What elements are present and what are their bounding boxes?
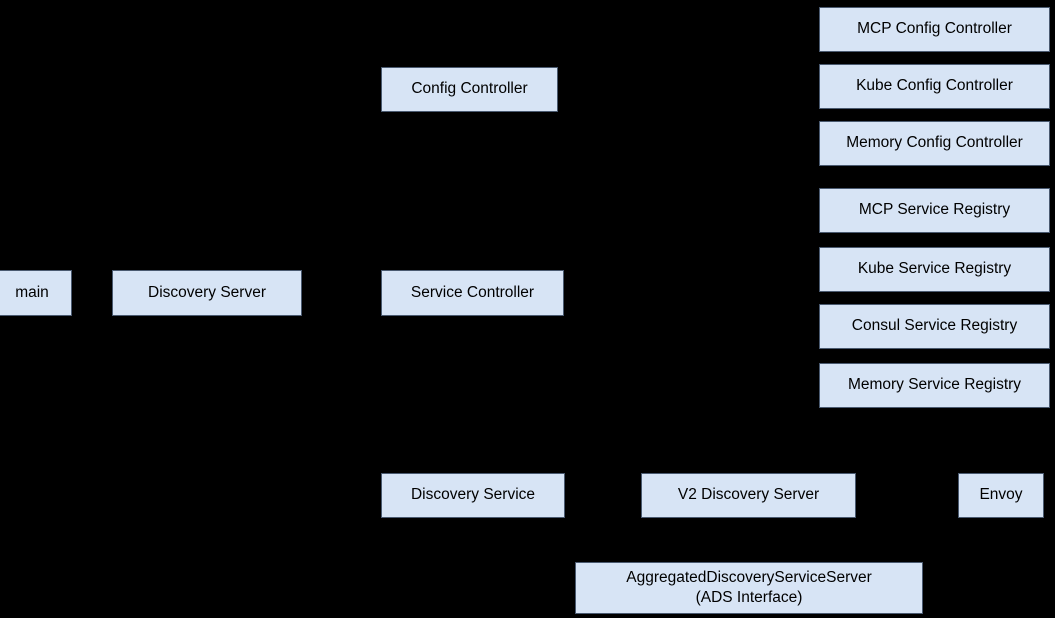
node-main[interactable]: main — [0, 270, 72, 316]
node-label-consul-service-registry: Consul Service Registry — [851, 317, 1018, 335]
node-label-mcp-service-registry: MCP Service Registry — [858, 201, 1011, 219]
node-kube-config-controller[interactable]: Kube Config Controller — [819, 64, 1050, 109]
node-discovery-server[interactable]: Discovery Server — [112, 270, 302, 316]
node-label-memory-service-registry: Memory Service Registry — [847, 376, 1022, 394]
node-discovery-service[interactable]: Discovery Service — [381, 473, 565, 518]
node-label-service-controller: Service Controller — [410, 283, 535, 301]
node-label-config-controller: Config Controller — [411, 80, 528, 98]
node-label-main: main — [15, 283, 49, 301]
node-mcp-service-registry[interactable]: MCP Service Registry — [819, 188, 1050, 233]
node-label-ads-server: AggregatedDiscoveryServiceServer (ADS In… — [626, 568, 872, 606]
node-label-memory-config-controller: Memory Config Controller — [846, 134, 1023, 152]
node-config-controller[interactable]: Config Controller — [381, 67, 558, 112]
node-label-v2-discovery-server: V2 Discovery Server — [677, 486, 820, 504]
node-mcp-config-controller[interactable]: MCP Config Controller — [819, 7, 1050, 52]
node-ads-server[interactable]: AggregatedDiscoveryServiceServer (ADS In… — [575, 562, 923, 614]
node-envoy[interactable]: Envoy — [958, 473, 1044, 518]
node-label-mcp-config-controller: MCP Config Controller — [857, 20, 1012, 38]
node-kube-service-registry[interactable]: Kube Service Registry — [819, 247, 1050, 292]
node-label-discovery-service: Discovery Service — [410, 486, 536, 504]
node-label-kube-service-registry: Kube Service Registry — [857, 260, 1012, 278]
node-v2-discovery-server[interactable]: V2 Discovery Server — [641, 473, 856, 518]
node-label-envoy: Envoy — [979, 486, 1023, 504]
node-label-kube-config-controller: Kube Config Controller — [856, 77, 1013, 95]
node-label-discovery-server: Discovery Server — [148, 283, 266, 301]
node-memory-service-registry[interactable]: Memory Service Registry — [819, 363, 1050, 408]
node-memory-config-controller[interactable]: Memory Config Controller — [819, 121, 1050, 166]
node-consul-service-registry[interactable]: Consul Service Registry — [819, 304, 1050, 349]
node-service-controller[interactable]: Service Controller — [381, 270, 564, 316]
